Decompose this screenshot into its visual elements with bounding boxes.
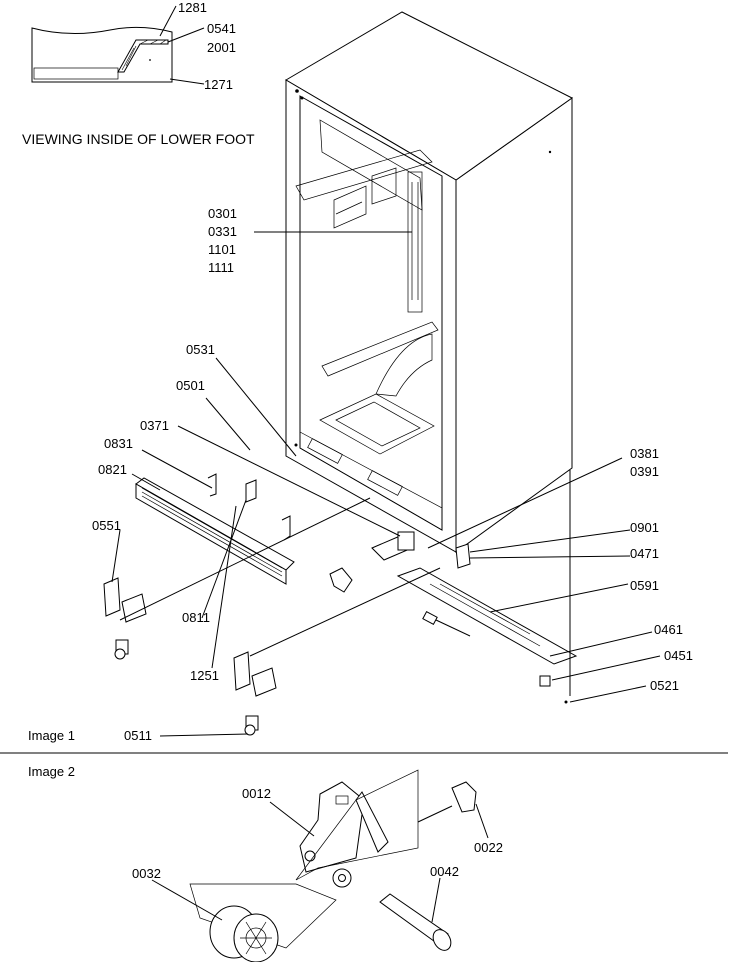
hinge-bracket-0551 [103,577,147,660]
callout-0811: 0811 [182,610,210,625]
callout-2001: 2001 [207,40,236,55]
callout-0301: 0301 [208,206,237,221]
image1-label: Image 1 [28,728,75,743]
callout-0012: 0012 [242,786,271,801]
callout-0591: 0591 [630,578,659,593]
image2-label: Image 2 [28,764,75,779]
clip-parts [207,473,471,593]
callout-0541: 0541 [207,21,236,36]
hinge-bracket-0511 [233,651,277,736]
callout-0461: 0461 [654,622,683,637]
callout-0901: 0901 [630,520,659,535]
callout-0531: 0531 [186,342,215,357]
inset-caption: VIEWING INSIDE OF LOWER FOOT [22,131,255,147]
image1-callouts: 0301 0331 1101 1111 0531 0501 0371 0831 … [92,206,693,743]
callout-0022: 0022 [474,840,503,855]
leader-lines [111,231,661,737]
caster-assembly: 0012 0022 0042 0032 [132,769,503,962]
callout-0331: 0331 [208,224,237,239]
callout-0032: 0032 [132,866,161,881]
callout-0821: 0821 [98,462,127,477]
callout-0521: 0521 [650,678,679,693]
callout-1251: 1251 [190,668,219,683]
inset-lower-foot: 1281 0541 2001 1271 [31,0,236,92]
callout-0471: 0471 [630,546,659,561]
callout-0042: 0042 [430,864,459,879]
callout-0511: 0511 [124,728,152,743]
callout-0831: 0831 [104,436,133,451]
callout-0381: 0381 [630,446,659,461]
callout-1281: 1281 [178,0,207,15]
rail-assembly [396,567,578,704]
callout-1271: 1271 [204,77,233,92]
callout-0371: 0371 [140,418,169,433]
callout-1111: 1111 [208,260,234,275]
callout-0451: 0451 [664,648,693,663]
callout-0391: 0391 [630,464,659,479]
kick-plate-grille [135,477,295,585]
callout-0501: 0501 [176,378,205,393]
cabinet [285,11,573,553]
callout-0551: 0551 [92,518,121,533]
callout-1101: 1101 [208,242,236,257]
